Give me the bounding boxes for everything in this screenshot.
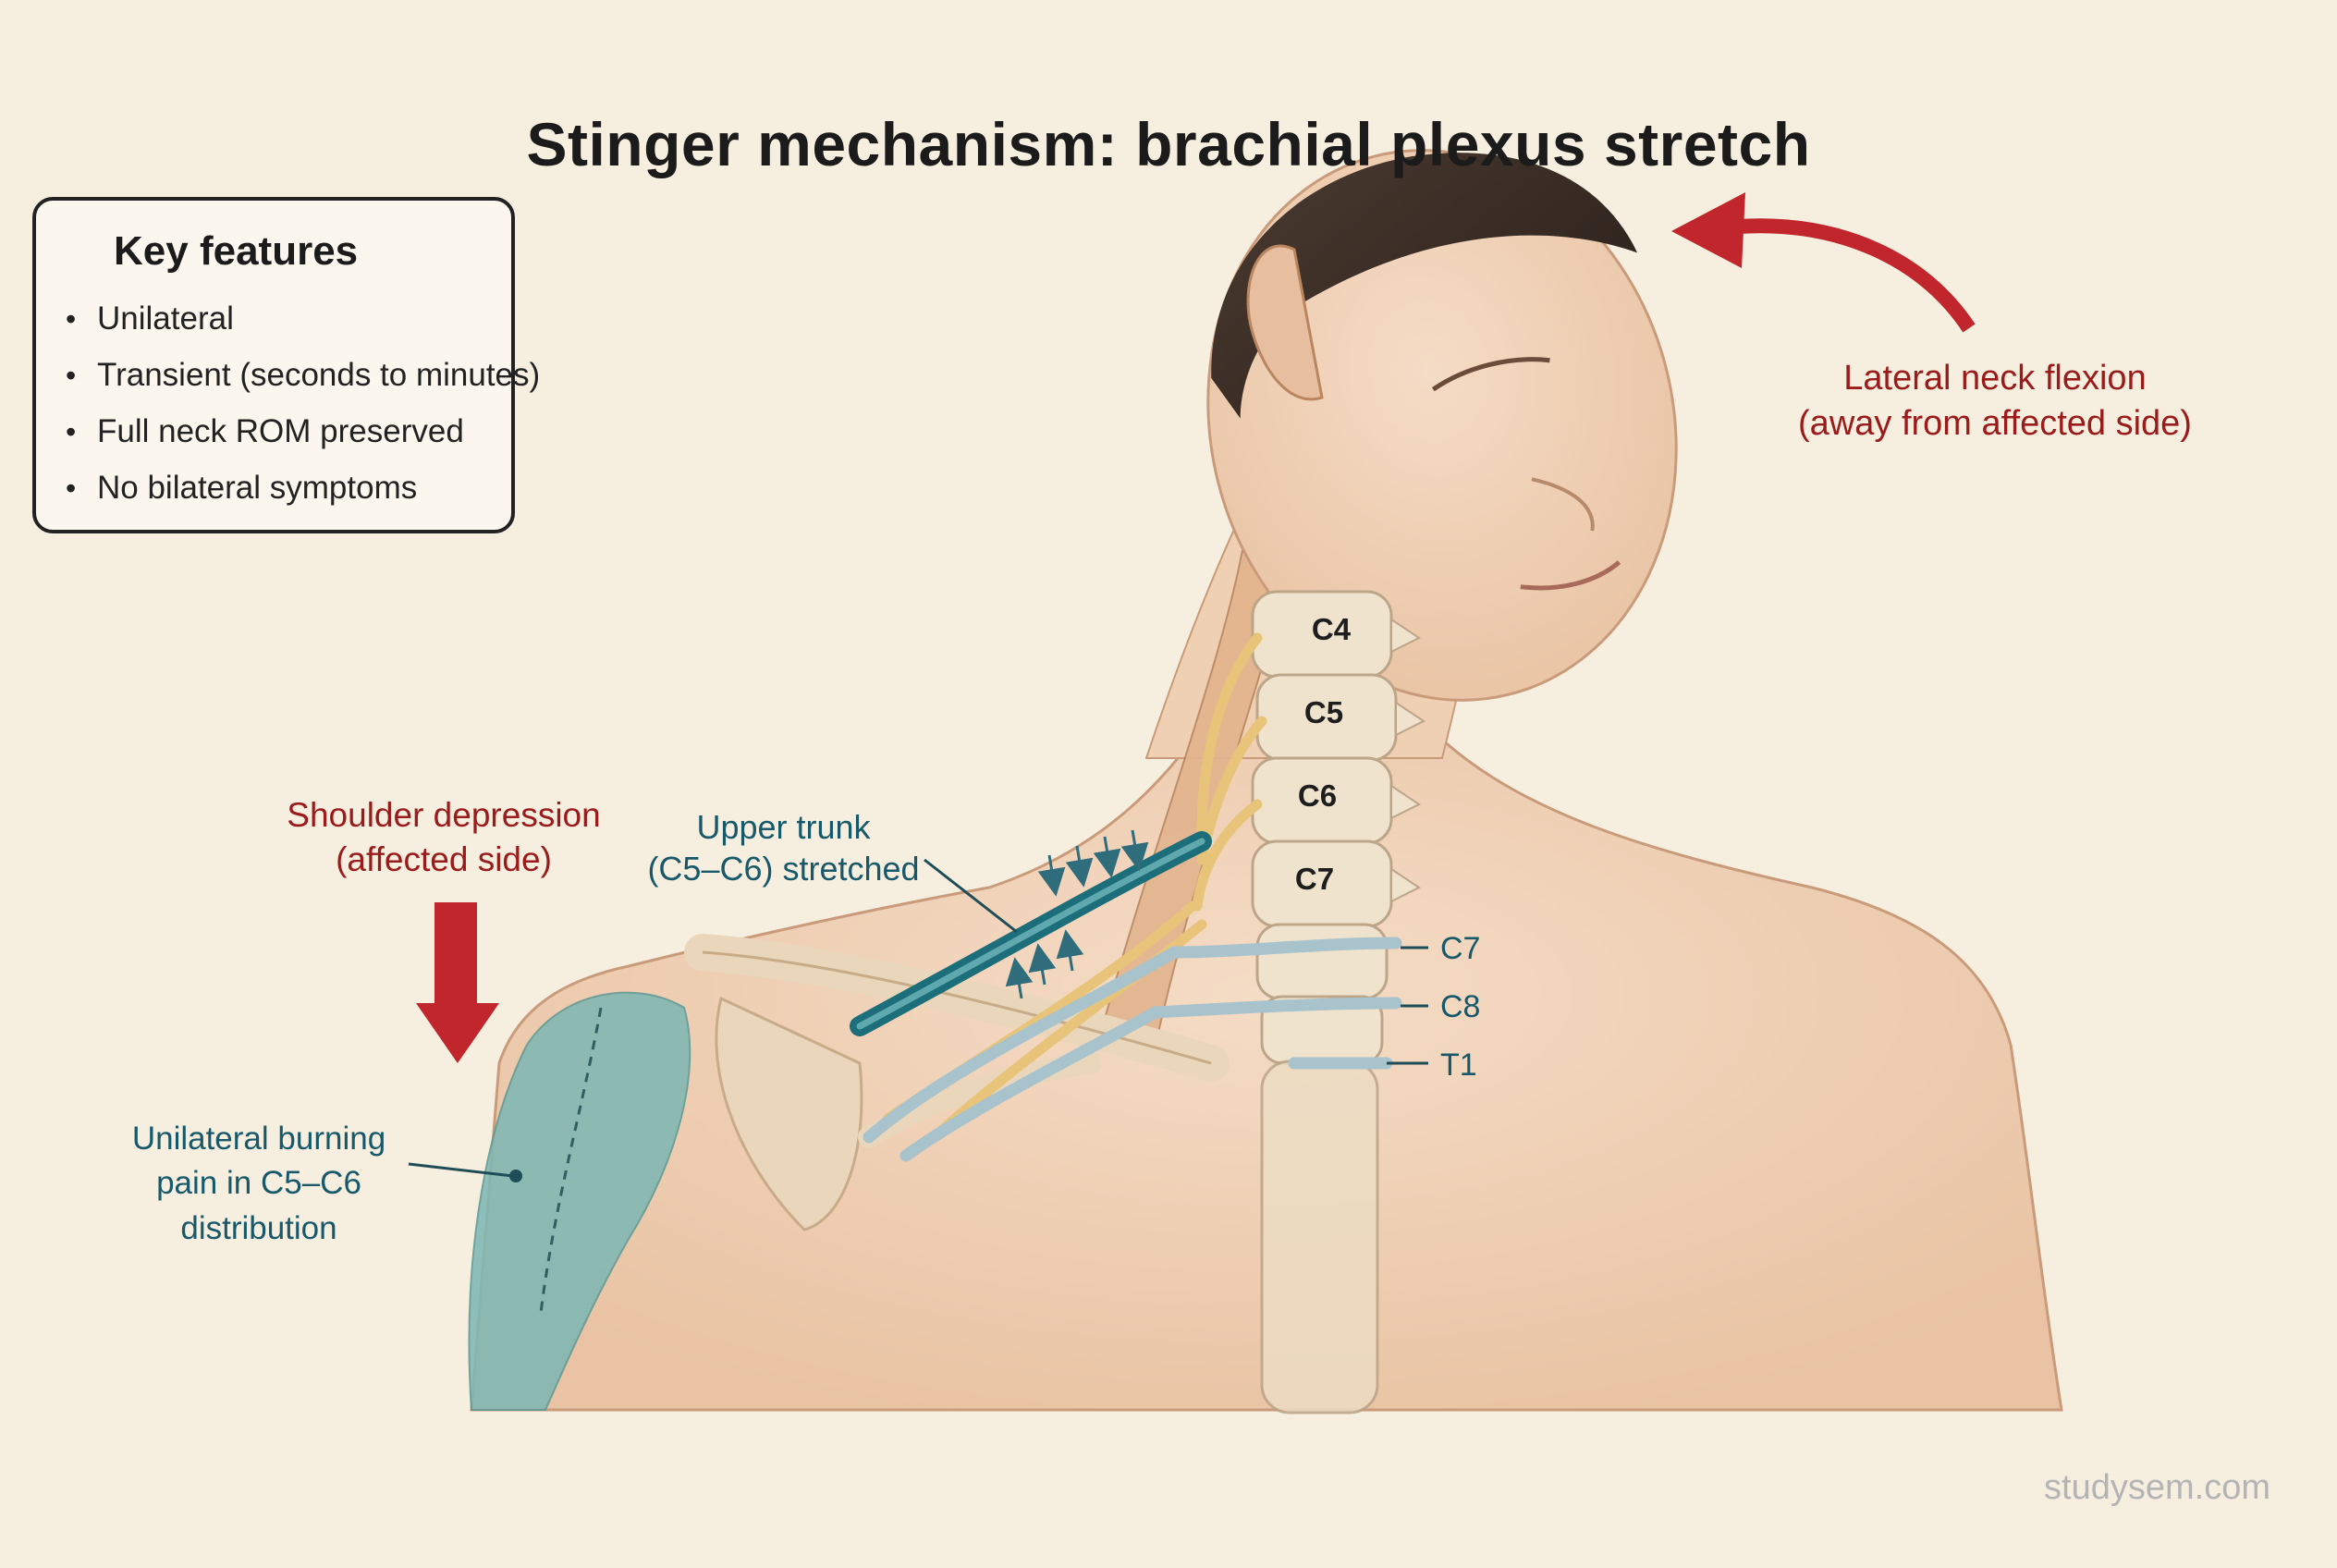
root-label-c7: C7 <box>1440 931 1480 966</box>
shoulder-depression-label-line: Shoulder depression <box>287 796 601 834</box>
lower-nerve-roots <box>863 937 1402 1162</box>
neck-flexion-label-line: Lateral neck flexion <box>1843 359 2147 398</box>
vertebra-label-c6: C6 <box>1298 778 1337 813</box>
shoulder-depression-label-line: (affected side) <box>336 840 552 879</box>
pain-distribution-area <box>468 991 691 1411</box>
key-features-box: Key features Unilateral Transient (secon… <box>32 197 540 533</box>
shoulder-depression-label: Shoulder depression (affected side) <box>277 793 610 882</box>
leader-lines <box>408 858 1428 1178</box>
upper-trunk-label-line: Upper trunk <box>696 808 871 846</box>
pain-label-line: distribution <box>180 1209 337 1246</box>
head <box>1206 149 1678 702</box>
pain-label: Unilateral burning pain in C5–C6 distrib… <box>120 1117 398 1251</box>
cervical-spine <box>1251 590 1425 1415</box>
upper-trunk-label: Upper trunk (C5–C6) stretched <box>638 806 929 889</box>
watermark: studysem.com <box>2044 1468 2270 1507</box>
key-features-heading: Key features <box>114 228 359 274</box>
neck-flexion-label-line: (away from affected side) <box>1798 404 2192 444</box>
neck-flexion-arrow-head <box>1671 192 1745 268</box>
key-feature-item: Unilateral <box>64 300 540 357</box>
dermatome-line <box>539 1007 603 1314</box>
root-label-t1: T1 <box>1440 1047 1477 1083</box>
root-label-c8: C8 <box>1440 989 1480 1024</box>
stretch-arrows <box>1005 829 1149 999</box>
pain-label-line: pain in C5–C6 <box>156 1165 361 1202</box>
ear <box>1246 244 1324 401</box>
neck-flexion-label: Lateral neck flexion (away from affected… <box>1773 356 2217 447</box>
shoulder-depression-arrow-head <box>416 1003 499 1063</box>
page-title: Stinger mechanism: brachial plexus stret… <box>526 110 1811 178</box>
key-features-list: Unilateral Transient (seconds to minutes… <box>64 300 540 526</box>
key-feature-item: No bilateral symptoms <box>64 470 540 526</box>
shoulder-depression-arrow-shaft <box>434 902 477 1006</box>
neck-flexion-arrow-shaft <box>1737 218 1976 333</box>
pain-label-line: Unilateral burning <box>131 1121 386 1157</box>
pain-leader-dot <box>509 1170 522 1182</box>
vertebra-label-c7: C7 <box>1295 862 1334 896</box>
upper-trunk-label-line: (C5–C6) stretched <box>647 850 920 888</box>
vertebra-label-c5: C5 <box>1304 695 1343 729</box>
vertebra-label-c4: C4 <box>1312 612 1352 646</box>
key-feature-item: Transient (seconds to minutes) <box>64 357 540 413</box>
key-feature-item: Full neck ROM preserved <box>64 413 540 470</box>
